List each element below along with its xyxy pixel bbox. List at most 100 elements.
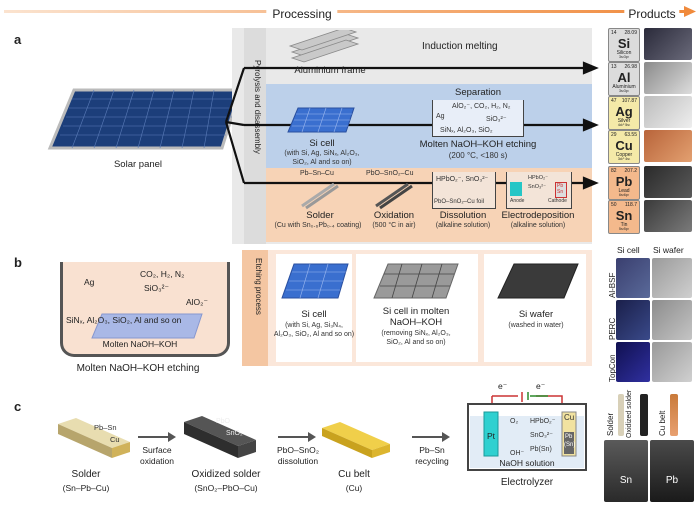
dissolution-beaker — [432, 172, 496, 209]
arrow-1 — [138, 432, 176, 442]
solar-panel-label: Solar panel — [113, 159, 163, 170]
products-title: Products — [624, 8, 680, 20]
separation-beaker — [432, 100, 524, 137]
c-photo-cubelt-label: Cu belt — [658, 410, 667, 436]
element-sym: Sn — [615, 208, 633, 223]
c-naoh-solution: NaOH solution — [499, 458, 555, 468]
c-oxidized-detail: (SnO₂–PbO–Cu) — [194, 483, 258, 493]
panel-b-label: b — [14, 255, 22, 270]
separation-ag: Ag — [436, 113, 445, 120]
b-gases: CO₂, H₂, N₂ — [140, 269, 185, 279]
element-num: 29 — [611, 132, 617, 138]
c-electrolyzer-label: Electrolyzer — [500, 477, 554, 488]
product-photo-cu — [644, 130, 692, 162]
dissolution-ions: HPbO₂⁻, SnO₃²⁻ — [436, 176, 489, 183]
molten-conditions: (200 °C, <180 s) — [448, 151, 508, 160]
c-photo-solder-label: Solder — [606, 412, 615, 436]
solder-label: Solder — [306, 210, 334, 221]
product-photo-pb — [644, 166, 692, 198]
si-cell-detail-2: SiO₂, Al and so on) — [292, 159, 352, 166]
si-cell-detail-1: (with Si, Ag, SiNₓ, Al₂O₃, — [284, 150, 360, 157]
element-sym: Cu — [615, 138, 633, 153]
element-sym: Ag — [615, 104, 633, 119]
ed-pb: Pb — [557, 183, 564, 189]
element-cfg: 3s²3p¹ — [619, 89, 629, 93]
c-solder-detail: (Sn–Pb–Cu) — [62, 483, 110, 493]
aluminium-frame-image — [288, 30, 360, 63]
c-pb-electrode: Pb — [565, 434, 573, 440]
b-si-wafer-label: Si wafer — [518, 309, 554, 320]
b-sinx: SiNₓ, Al₂O₃, SiO₂, Al and so on — [66, 315, 182, 325]
photo-al-bsf-cell — [616, 258, 650, 298]
b-molten-label-2: NaOH–KOH — [389, 317, 443, 328]
pb-sn-cu-label: Pb–Sn–Cu — [300, 170, 334, 177]
oxidized-block-image — [184, 416, 256, 458]
grid-col-si-wafer: Si wafer — [653, 245, 684, 255]
oxidation-label: Oxidation — [373, 210, 415, 221]
element-cfg: 5s²5p² — [619, 227, 629, 231]
anode-label: Anode — [510, 198, 525, 204]
c-oh: OH⁻ — [510, 450, 525, 457]
ed-sn: Sn — [557, 189, 564, 195]
element-num: 13 — [611, 64, 617, 70]
ed-hpbo2: HPbO₂⁻ — [528, 175, 549, 181]
si-cell-image — [287, 107, 355, 133]
cathode-label: Cathode — [548, 198, 567, 204]
product-photo-sn — [644, 200, 692, 232]
c-oxidized-label: Oxidized solder — [191, 469, 261, 480]
separation-ions: AlO₂⁻, CO₂, H₂, N₂ — [452, 103, 511, 110]
etching-process-strip — [242, 250, 268, 366]
c-photo-solder — [618, 394, 624, 436]
b-si-cell-label: Si cell — [301, 309, 327, 320]
electrodeposition-label: Electrodeposition — [501, 210, 575, 221]
panel-a-label: a — [14, 32, 22, 47]
element-cfg: 6s²6p² — [619, 193, 629, 197]
solder-detail: (Cu with Sn₀.₆Pb₀.₄ coating) — [274, 222, 362, 229]
photo-al-bsf-wafer — [652, 258, 692, 298]
arrow-2 — [278, 432, 316, 442]
etching-process-label: Etching process — [254, 258, 263, 315]
element-name: Tin — [620, 222, 628, 228]
b-removing-1: (removing SiNₓ, Al₂O₃, — [381, 330, 451, 337]
element-num: 14 — [611, 30, 617, 36]
dissolution-detail: (alkaline solution) — [435, 222, 491, 229]
element-name: Silicon — [616, 50, 632, 56]
cu-belt-image — [322, 422, 390, 458]
anode-electrode — [510, 182, 522, 196]
c-o2: O₂ — [510, 418, 519, 425]
electrodeposition-detail: (alkaline solution) — [510, 222, 566, 229]
c-photo-pb — [650, 440, 694, 502]
element-wt: 207.2 — [624, 168, 637, 174]
processing-arrow — [4, 6, 696, 17]
dissolution-foil: PbO–SnO₂–Cu foil — [434, 199, 485, 205]
element-num: 82 — [611, 168, 617, 174]
c-surface-2: oxidation — [139, 456, 175, 466]
dissolution-label: Dissolution — [439, 210, 487, 221]
c-solder-label: Solder — [71, 469, 101, 480]
b-caption: Molten NaOH–KOH etching — [76, 363, 200, 374]
element-wt: 26.98 — [624, 64, 637, 70]
si-cell-label: Si cell — [309, 138, 335, 149]
oxidation-detail: (500 °C in air) — [372, 222, 416, 229]
c-cu: Cu — [110, 435, 120, 444]
cell-in-crucible — [91, 313, 203, 339]
c-surface-1: Surface — [142, 445, 172, 455]
photo-perc-wafer — [652, 300, 692, 340]
c-cu-belt-label: Cu belt — [338, 469, 370, 480]
c-sno3: SnO₃²⁻ — [530, 432, 553, 439]
processing-title: Processing — [266, 8, 338, 20]
c-pbo-sno2: PbO–SnO₂ — [276, 445, 320, 455]
c-photo-oxidized — [640, 394, 648, 436]
element-wt: 63.55 — [624, 132, 637, 138]
c-pbsn: Pb(Sn) — [530, 446, 552, 453]
photo-topcon-wafer — [652, 342, 692, 382]
pyrolysis-strip — [244, 28, 266, 244]
product-photo-si — [644, 28, 692, 60]
b-ag: Ag — [84, 277, 95, 287]
element-cfg: 3s²3p² — [619, 55, 629, 59]
c-photo-pb-label: Pb — [665, 475, 679, 486]
c-photo-oxidized-label: Oxidized solder — [626, 389, 633, 438]
